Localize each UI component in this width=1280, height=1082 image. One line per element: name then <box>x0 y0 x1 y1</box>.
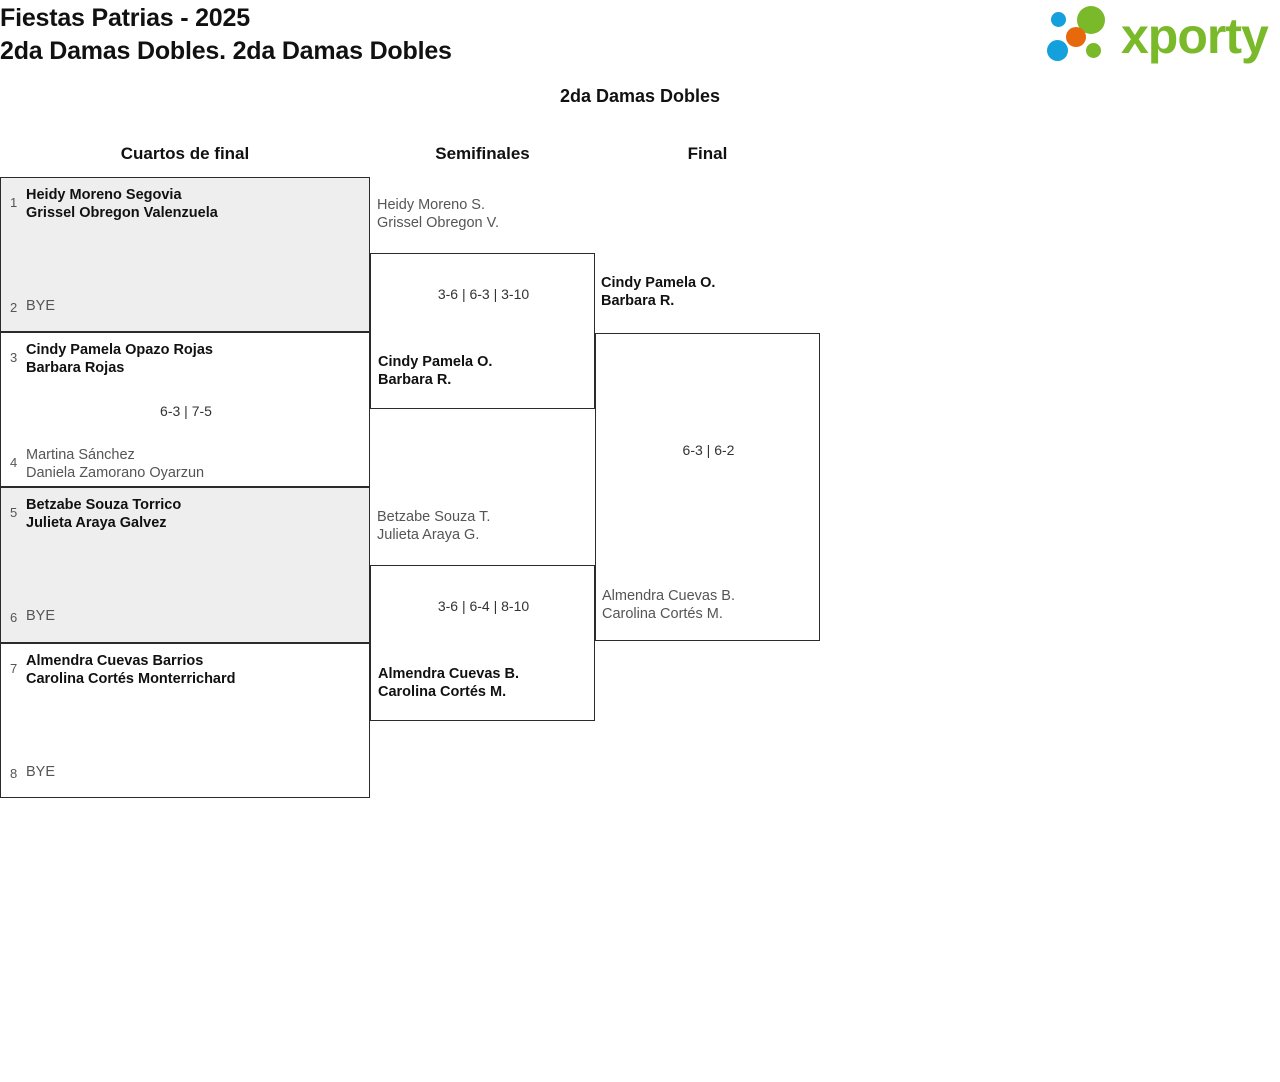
seed-number: 6 <box>10 610 18 625</box>
team-qf4-bottom: BYE <box>26 764 56 780</box>
team-sf1-bottom: Cindy Pamela O. Barbara R. <box>378 354 493 388</box>
seed-number: 4 <box>10 455 18 470</box>
tournament-name: Fiestas Patrias - 2025 <box>0 4 250 32</box>
dot-orange <box>1066 27 1086 47</box>
page-title: Fiestas Patrias - 2025 2da Damas Dobles.… <box>0 2 900 68</box>
match-box-sf2[interactable]: 3-6 | 6-4 | 8-10 Almendra Cuevas B. Caro… <box>370 565 595 721</box>
match-box-qf2[interactable]: 3 Cindy Pamela Opazo Rojas Barbara Rojas… <box>0 332 370 487</box>
score-sf2: 3-6 | 6-4 | 8-10 <box>437 598 530 614</box>
score-qf2: 6-3 | 7-5 <box>160 403 212 419</box>
team-sf2-bottom: Almendra Cuevas B. Carolina Cortés M. <box>378 666 520 700</box>
event-title: 2da Damas Dobles <box>559 86 721 106</box>
seed-number: 8 <box>10 766 18 781</box>
team-qf2-bottom: Martina Sánchez Daniela Zamorano Oyarzun <box>26 447 205 481</box>
dot-green-small <box>1086 43 1101 58</box>
logo-dots-icon <box>1045 6 1117 66</box>
team-qf4-top: Almendra Cuevas Barrios Carolina Cortés … <box>26 653 236 687</box>
dot-blue-small <box>1051 12 1066 27</box>
seed-number: 2 <box>10 300 18 315</box>
score-final: 6-3 | 6-2 <box>682 442 735 458</box>
match-box-qf3[interactable]: 5 Betzabe Souza Torrico Julieta Araya Ga… <box>0 487 370 643</box>
match-box-qf1[interactable]: 1 Heidy Moreno Segovia Grissel Obregon V… <box>0 177 370 332</box>
match-box-qf4[interactable]: 7 Almendra Cuevas Barrios Carolina Corté… <box>0 643 370 798</box>
match-box-sf1[interactable]: 3-6 | 6-3 | 3-10 Cindy Pamela O. Barbara… <box>370 253 595 409</box>
xporty-logo[interactable]: xporty <box>1045 4 1277 68</box>
seed-number: 7 <box>10 661 18 676</box>
team-sf1-top: Heidy Moreno S. Grissel Obregon V. <box>377 197 499 231</box>
category-name: 2da Damas Dobles. 2da Damas Dobles <box>0 37 452 65</box>
round-title-final: Final <box>687 144 728 163</box>
round-title-semifinals: Semifinales <box>435 144 530 163</box>
round-title-quarterfinals: Cuartos de final <box>120 144 250 163</box>
dot-blue-large <box>1047 40 1068 61</box>
score-sf1: 3-6 | 6-3 | 3-10 <box>437 286 530 302</box>
team-qf1-bottom: BYE <box>26 298 56 314</box>
team-sf2-top: Betzabe Souza T. Julieta Araya G. <box>377 509 491 543</box>
match-box-final[interactable]: 6-3 | 6-2 Almendra Cuevas B. Carolina Co… <box>595 333 820 641</box>
seed-number: 1 <box>10 195 18 210</box>
seed-number: 5 <box>10 505 18 520</box>
team-qf3-top: Betzabe Souza Torrico Julieta Araya Galv… <box>26 497 182 531</box>
team-qf1-top: Heidy Moreno Segovia Grissel Obregon Val… <box>26 187 218 221</box>
team-qf3-bottom: BYE <box>26 608 56 624</box>
team-qf2-top: Cindy Pamela Opazo Rojas Barbara Rojas <box>26 342 213 376</box>
team-final-bottom: Almendra Cuevas B. Carolina Cortés M. <box>602 588 735 622</box>
logo-wordmark: xporty <box>1121 8 1269 64</box>
team-final-top: Cindy Pamela O. Barbara R. <box>601 275 716 309</box>
seed-number: 3 <box>10 350 18 365</box>
